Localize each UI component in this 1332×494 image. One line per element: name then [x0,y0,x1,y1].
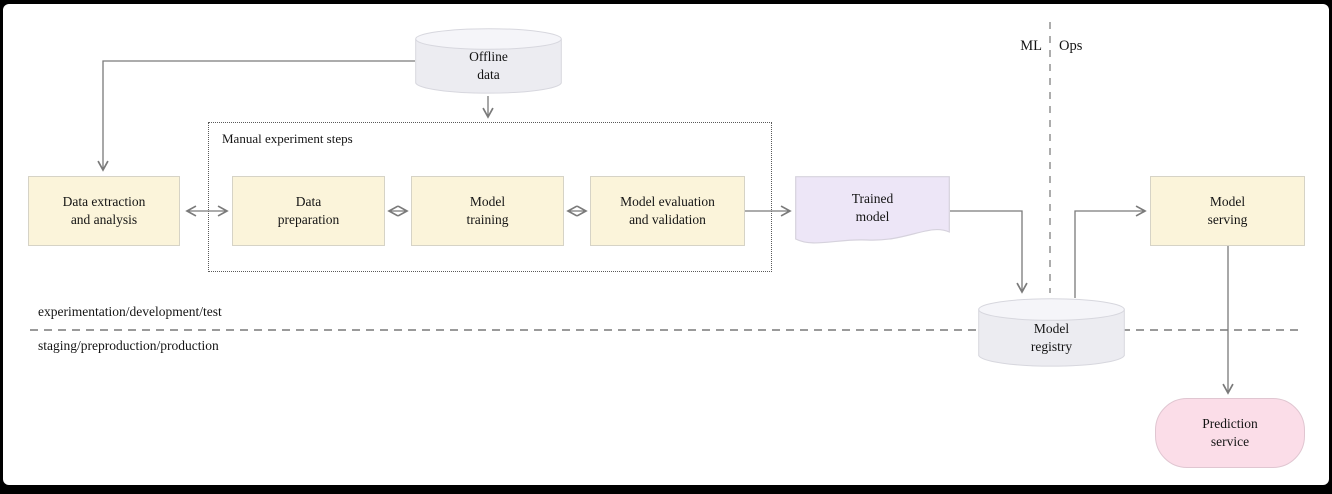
document-shape [795,176,950,244]
node-data-extraction: Data extraction and analysis [28,176,180,246]
node-label: Trained model [851,191,894,224]
node-label: Offline data [469,49,508,82]
cylinder-shape [415,28,562,94]
node-model-training: Model training [411,176,564,246]
edge-trained-model-to-registry [950,210,1028,294]
node-data-preparation: Data preparation [232,176,385,246]
node-label: Model evaluation and validation [620,194,715,227]
ml-side-label: ML [1020,38,1042,54]
node-label: Model training [466,194,509,227]
node-label: Prediction service [1202,416,1258,449]
node-model-evaluation: Model evaluation and validation [590,176,745,246]
node-label: Model registry [1030,320,1073,354]
node-label: Data preparation [277,194,340,227]
lane-label-staging: staging/preproduction/production [38,338,219,353]
edge-offline-to-extraction [97,60,415,172]
node-offline-data: Offline data [415,28,562,95]
node-label: Model serving [1207,194,1248,227]
node-label: Data extraction and analysis [62,194,146,227]
ops-side-label: Ops [1059,38,1083,54]
node-trained-model: Trained model [795,176,950,250]
manual-experiment-steps-group: Manual experiment steps [208,122,772,272]
node-model-serving: Model serving [1150,176,1305,246]
cylinder-shape [978,298,1125,367]
node-model-registry: Model registry [978,298,1125,368]
lane-label-experimentation: experimentation/development/test [38,304,222,319]
node-prediction-service: Prediction service [1155,398,1305,468]
group-label: Manual experiment steps [222,131,353,146]
edge-registry-to-serving [1074,205,1147,298]
